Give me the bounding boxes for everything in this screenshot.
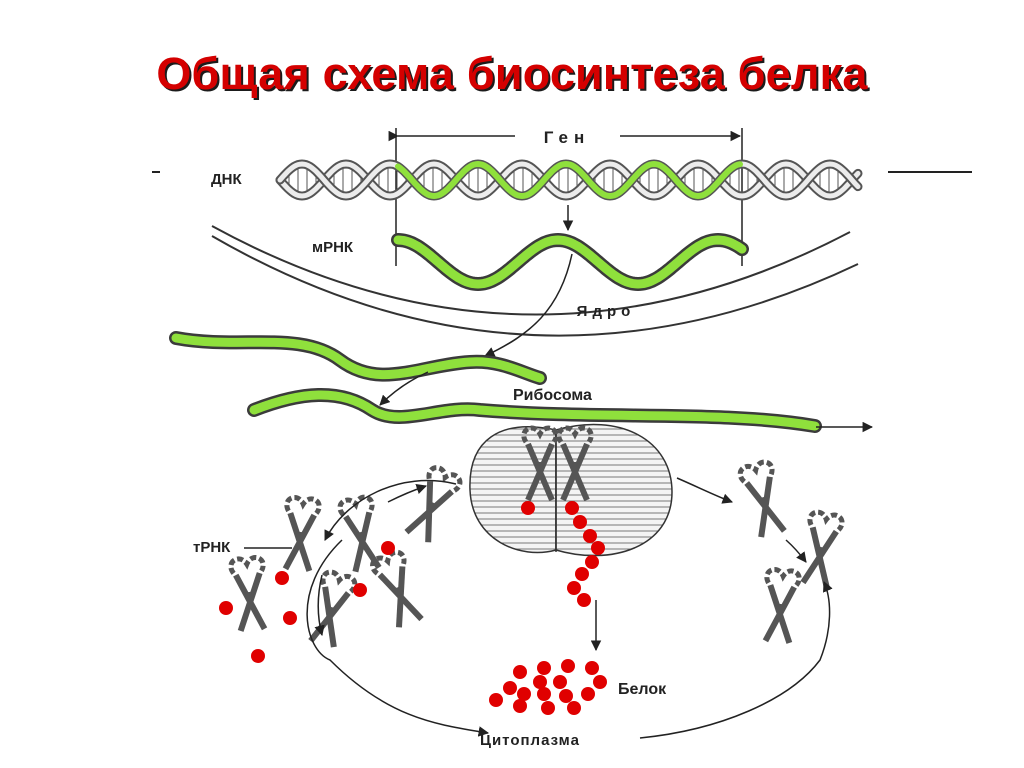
trna-icon xyxy=(308,569,358,648)
ribosome-label: Рибосома xyxy=(513,387,592,404)
amino-acid-dot xyxy=(513,665,527,679)
amino-acid-dot xyxy=(567,701,581,715)
ribbon-arrow xyxy=(379,371,429,406)
trna-icon xyxy=(370,549,424,628)
amino-acid-dot xyxy=(567,581,581,595)
amino-acid-dot xyxy=(517,687,531,701)
cytoplasm-label: Цитоплазма xyxy=(480,732,580,749)
amino-acid-dot xyxy=(559,689,573,703)
trna-icon xyxy=(521,425,559,502)
amino-acid-dot xyxy=(503,681,517,695)
amino-acid-dot xyxy=(381,541,395,555)
export-arrow xyxy=(484,253,573,357)
amino-acid-dot xyxy=(537,687,551,701)
trna-label: тРНК xyxy=(193,539,231,556)
trna-icon xyxy=(337,494,382,573)
amino-acid-dot xyxy=(583,529,597,543)
ribosome xyxy=(469,423,673,557)
trna-molecules xyxy=(228,425,845,648)
gene-label: Ген xyxy=(544,128,591,147)
trna-cycle-arrows xyxy=(306,477,833,739)
amino-acid-dot xyxy=(561,659,575,673)
mrna-ribbon-1 xyxy=(169,331,547,385)
amino-acid-dot xyxy=(537,661,551,675)
mrna-in-nucleus xyxy=(391,232,749,292)
amino-acids xyxy=(219,501,607,715)
amino-acid-dot xyxy=(219,601,233,615)
amino-acid-dot xyxy=(577,593,591,607)
trna-icon xyxy=(228,555,268,632)
amino-acid-dot xyxy=(565,501,579,515)
nucleus-label: Ядро xyxy=(577,303,636,320)
mrna-ribbon-2 xyxy=(247,388,822,433)
amino-acid-dot xyxy=(581,687,595,701)
amino-acid-dot xyxy=(593,675,607,689)
amino-acid-dot xyxy=(585,555,599,569)
nuclear-envelope xyxy=(211,225,859,337)
amino-acid-dot xyxy=(575,567,589,581)
amino-acid-dot xyxy=(591,541,605,555)
amino-acid-dot xyxy=(353,583,367,597)
trna-icon xyxy=(404,465,463,543)
trna-icon xyxy=(556,425,594,502)
amino-acid-dot xyxy=(489,693,503,707)
amino-acid-dot xyxy=(251,649,265,663)
amino-acid-dot xyxy=(275,571,289,585)
slide-title: Общая схема биосинтеза белка xyxy=(156,48,868,99)
protein-label: Белок xyxy=(618,681,667,698)
trna-icon xyxy=(282,495,322,572)
trna-icon xyxy=(762,567,802,644)
dna-helix xyxy=(275,159,863,201)
trna-icon xyxy=(800,509,845,588)
mrna-label: мРНК xyxy=(312,239,354,256)
amino-acid-dot xyxy=(573,515,587,529)
amino-acid-dot xyxy=(541,701,555,715)
amino-acid-dot xyxy=(553,675,567,689)
amino-acid-dot xyxy=(533,675,547,689)
trna-icon xyxy=(737,459,787,538)
amino-acid-dot xyxy=(521,501,535,515)
amino-acid-dot xyxy=(513,699,527,713)
dna-label: ДНК xyxy=(211,171,243,188)
amino-acid-dot xyxy=(283,611,297,625)
amino-acid-dot xyxy=(585,661,599,675)
